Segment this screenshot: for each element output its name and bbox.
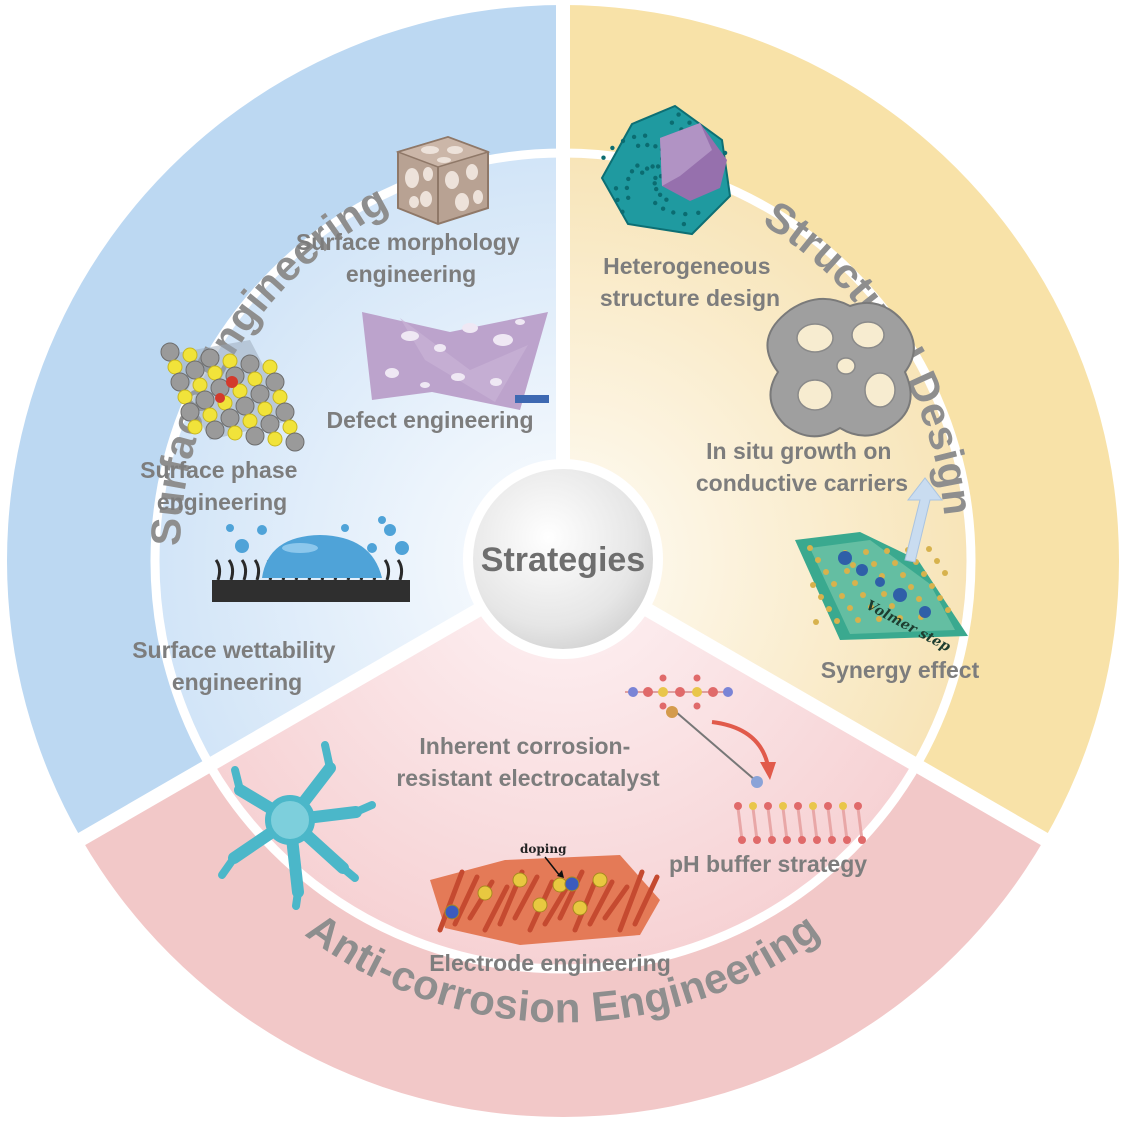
label-heterogeneous-structure-design: Heterogeneous structure design [600, 253, 780, 311]
label-surface-phase-engineering: Surface phase engineering [140, 457, 304, 515]
label-synergy-effect: Synergy effect [821, 657, 980, 683]
doped-electrode-icon: doping [430, 842, 660, 945]
water-droplet-icon [212, 516, 410, 602]
dendritic-catalyst-icon [218, 741, 376, 910]
crystal-lattice-icon [160, 340, 305, 452]
label-ph-buffer-strategy: pH buffer strategy [669, 851, 867, 877]
surface-engineering-outer-ring [6, 5, 563, 839]
porous-cube-icon [395, 135, 491, 226]
volmer-step-icon: Volmer step [795, 477, 968, 655]
label-inherent-corrosion-resistant-electrocatalyst: Inherent corrosion- resistant electrocat… [396, 733, 660, 791]
defect-sheet-icon [362, 312, 549, 410]
molecule-adsorption-icon [625, 674, 866, 844]
center-label: Strategies [481, 541, 645, 579]
label-surface-wettability-engineering: Surface wettability engineering [132, 637, 342, 695]
label-electrode-engineering: Electrode engineering [429, 950, 671, 976]
center-sphere [473, 469, 653, 649]
foam-carrier-icon [766, 297, 915, 438]
anti-corrosion-outer-ring [81, 763, 1045, 1117]
label-defect-engineering: Defect engineering [326, 407, 533, 433]
heterostructure-particle-icon [600, 104, 732, 236]
label-surface-morphology-engineering: Surface morphology engineering [296, 229, 526, 287]
label-in-situ-growth: In situ growth on conductive carriers [696, 438, 908, 496]
doping-annotation: doping [520, 842, 567, 856]
structural-design-outer-ring [563, 5, 1119, 839]
